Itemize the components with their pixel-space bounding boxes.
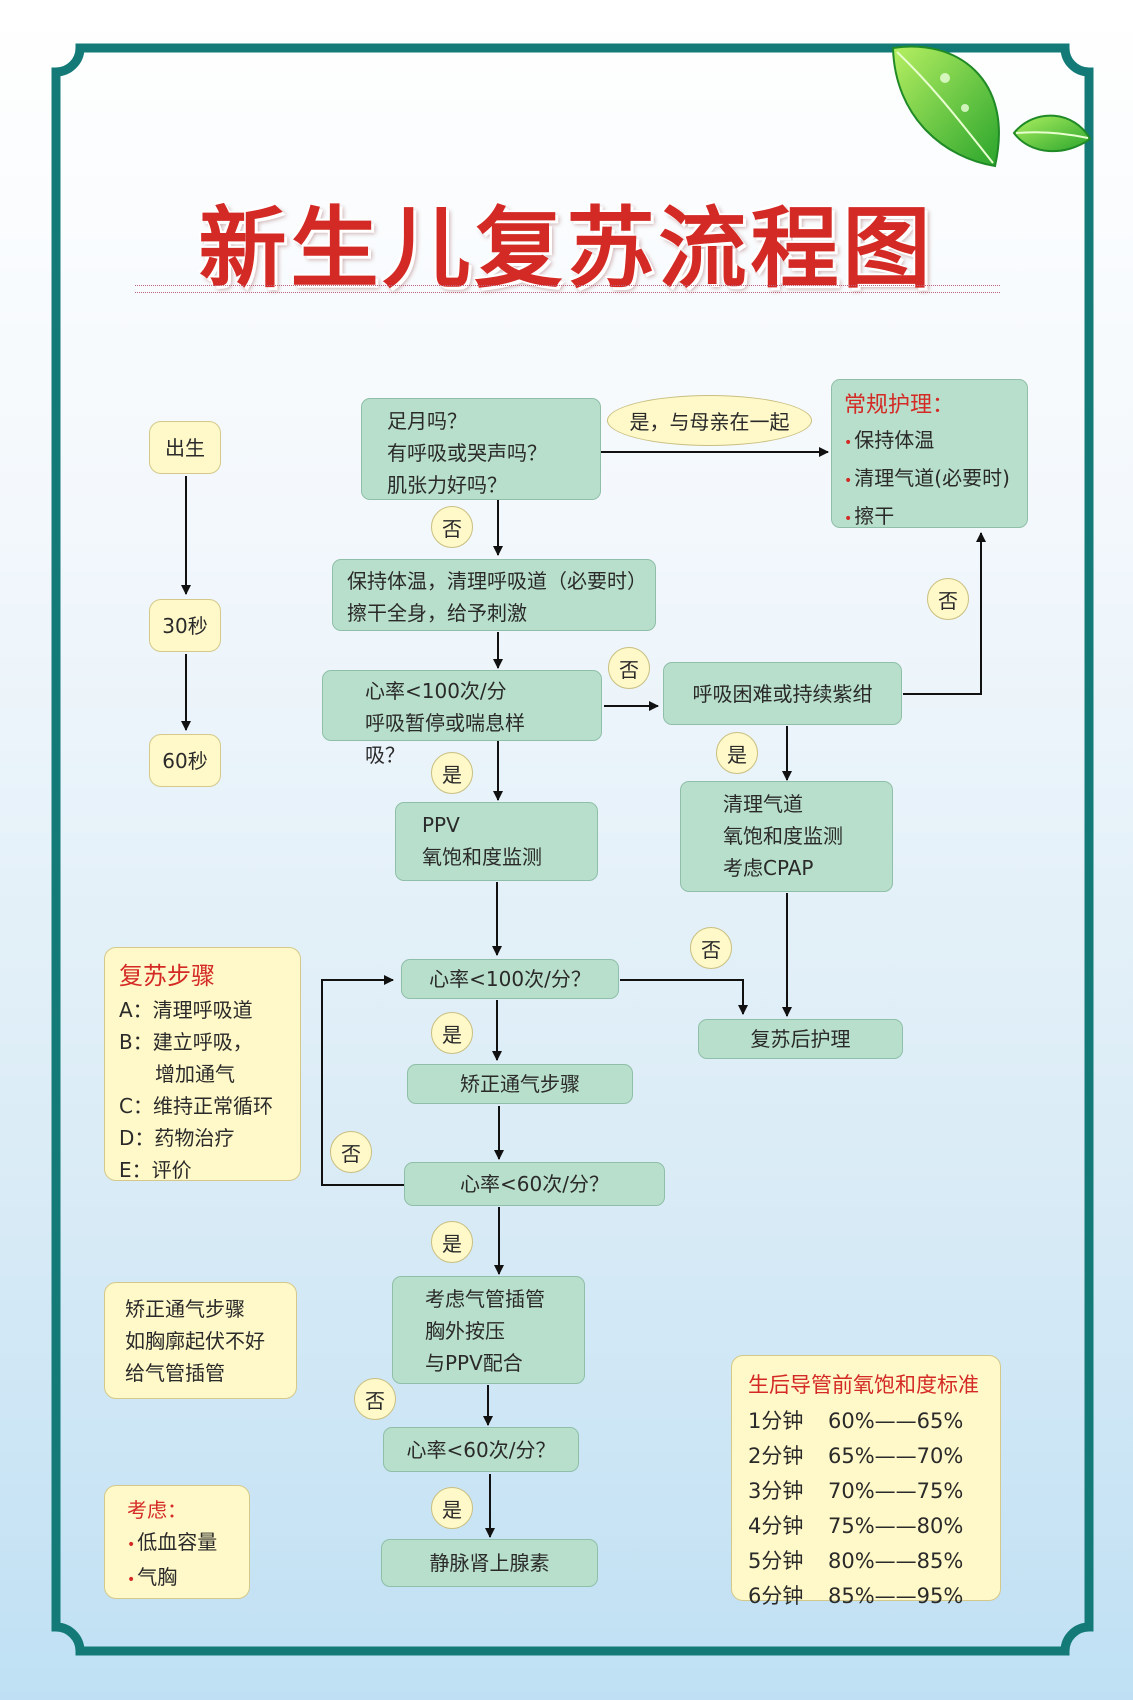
no-label: 否 [690,927,732,969]
yes-label: 是 [431,1487,473,1529]
assess-line: 肌张力好吗？ [387,473,507,497]
ppv-node: PPV 氧饱和度监测 [395,802,598,881]
correct-note-line: 给气管插管 [125,1361,225,1385]
steps-item: 增加通气 [155,1062,235,1086]
correct-note-line: 矫正通气步骤 [125,1297,245,1321]
assess-line: 足月吗？ [387,409,467,433]
hr-breathing-line: 呼吸暂停或喘息样吸？ [365,711,525,767]
routine-care-item: •清理气道(必要时) [844,466,1010,490]
hr-breathing-line: 心率<100次/分 [365,679,507,703]
cpap-node: 清理气道 氧饱和度监测 考虑CPAP [680,781,893,892]
intubation-line: 胸外按压 [425,1319,505,1343]
no-label: 否 [354,1378,396,1420]
spo2-table-title: 生后导管前氧饱和度标准 [748,1373,979,1397]
ppv-line: PPV [422,813,460,837]
routine-care-title: 常规护理： [844,393,955,418]
title-divider [135,292,1000,293]
hr60-final-node: 心率<60次/分？ [383,1427,579,1472]
initial-steps-line: 擦干全身，给予刺激 [347,601,527,625]
routine-care-item: •保持体温 [844,428,935,452]
resuscitation-steps-note: 复苏步骤 A：清理呼吸道 B：建立呼吸， 增加通气 C：维持正常循环 D：药物治… [104,947,301,1182]
distress-node: 呼吸困难或持续紫绀 [663,662,902,725]
leaf-small-icon [1012,114,1092,152]
correct-note-line: 如胸廓起伏不好 [125,1329,265,1353]
leaf-large-icon [891,45,1000,168]
consider-item: •气胸 [127,1565,178,1589]
correct-ventilation-node: 矫正通气步骤 [407,1064,633,1104]
cpap-line: 考虑CPAP [723,856,814,880]
epinephrine-node: 静脉肾上腺素 [381,1539,598,1587]
yes-label: 是 [716,732,758,774]
assess-node: 足月吗？ 有呼吸或哭声吗？ 肌张力好吗？ [361,398,601,500]
ppv-line: 氧饱和度监测 [422,845,542,869]
yes-label: 是 [431,1012,473,1054]
poster-title: 新生儿复苏流程图 [198,197,935,300]
intubation-line: 考虑气管插管 [425,1287,545,1311]
hr-breathing-node: 心率<100次/分 呼吸暂停或喘息样吸？ [322,670,602,767]
cpap-line: 氧饱和度监测 [723,824,843,848]
initial-steps-node: 保持体温，清理呼吸道（必要时） 擦干全身，给予刺激 [332,559,656,631]
post-care-node: 复苏后护理 [698,1019,903,1059]
assess-line: 有呼吸或哭声吗？ [387,441,547,465]
steps-title: 复苏步骤 [119,962,215,990]
timeline-60s: 60秒 [149,734,221,787]
no-label: 否 [431,506,473,548]
intubation-line: 与PPV配合 [425,1351,523,1375]
no-label: 否 [927,578,969,620]
cpap-line: 清理气道 [723,792,803,816]
yes-label: 是 [431,752,473,794]
routine-care-node: 常规护理： •保持体温 •清理气道(必要时) •擦干 [831,379,1028,528]
intubation-node: 考虑气管插管 胸外按压 与PPV配合 [392,1276,585,1384]
no-label: 否 [330,1131,372,1173]
routine-care-item: •擦干 [844,504,895,528]
steps-item: C：维持正常循环 [119,1094,273,1118]
consider-note: 考虑： •低血容量 •气胸 [104,1485,250,1599]
steps-item: A：清理呼吸道 [119,998,253,1022]
steps-item: E：评价 [119,1158,192,1182]
steps-item: D：药物治疗 [119,1126,235,1150]
timeline-birth: 出生 [149,421,221,474]
consider-item: •低血容量 [127,1530,218,1554]
no-label: 否 [608,647,650,689]
initial-steps-line: 保持体温，清理呼吸道（必要时） [347,569,647,593]
correct-ventilation-note: 矫正通气步骤 如胸廓起伏不好 给气管插管 [104,1282,297,1399]
title-divider [135,285,1000,286]
timeline-30s: 30秒 [149,599,221,652]
yes-with-mother-label: 是，与母亲在一起 [607,395,812,446]
yes-label: 是 [431,1221,473,1263]
hr100-node: 心率<100次/分？ [401,959,619,999]
hr60-node: 心率<60次/分？ [404,1162,665,1206]
consider-title: 考虑： [127,1498,187,1522]
steps-item: B：建立呼吸， [119,1030,253,1054]
